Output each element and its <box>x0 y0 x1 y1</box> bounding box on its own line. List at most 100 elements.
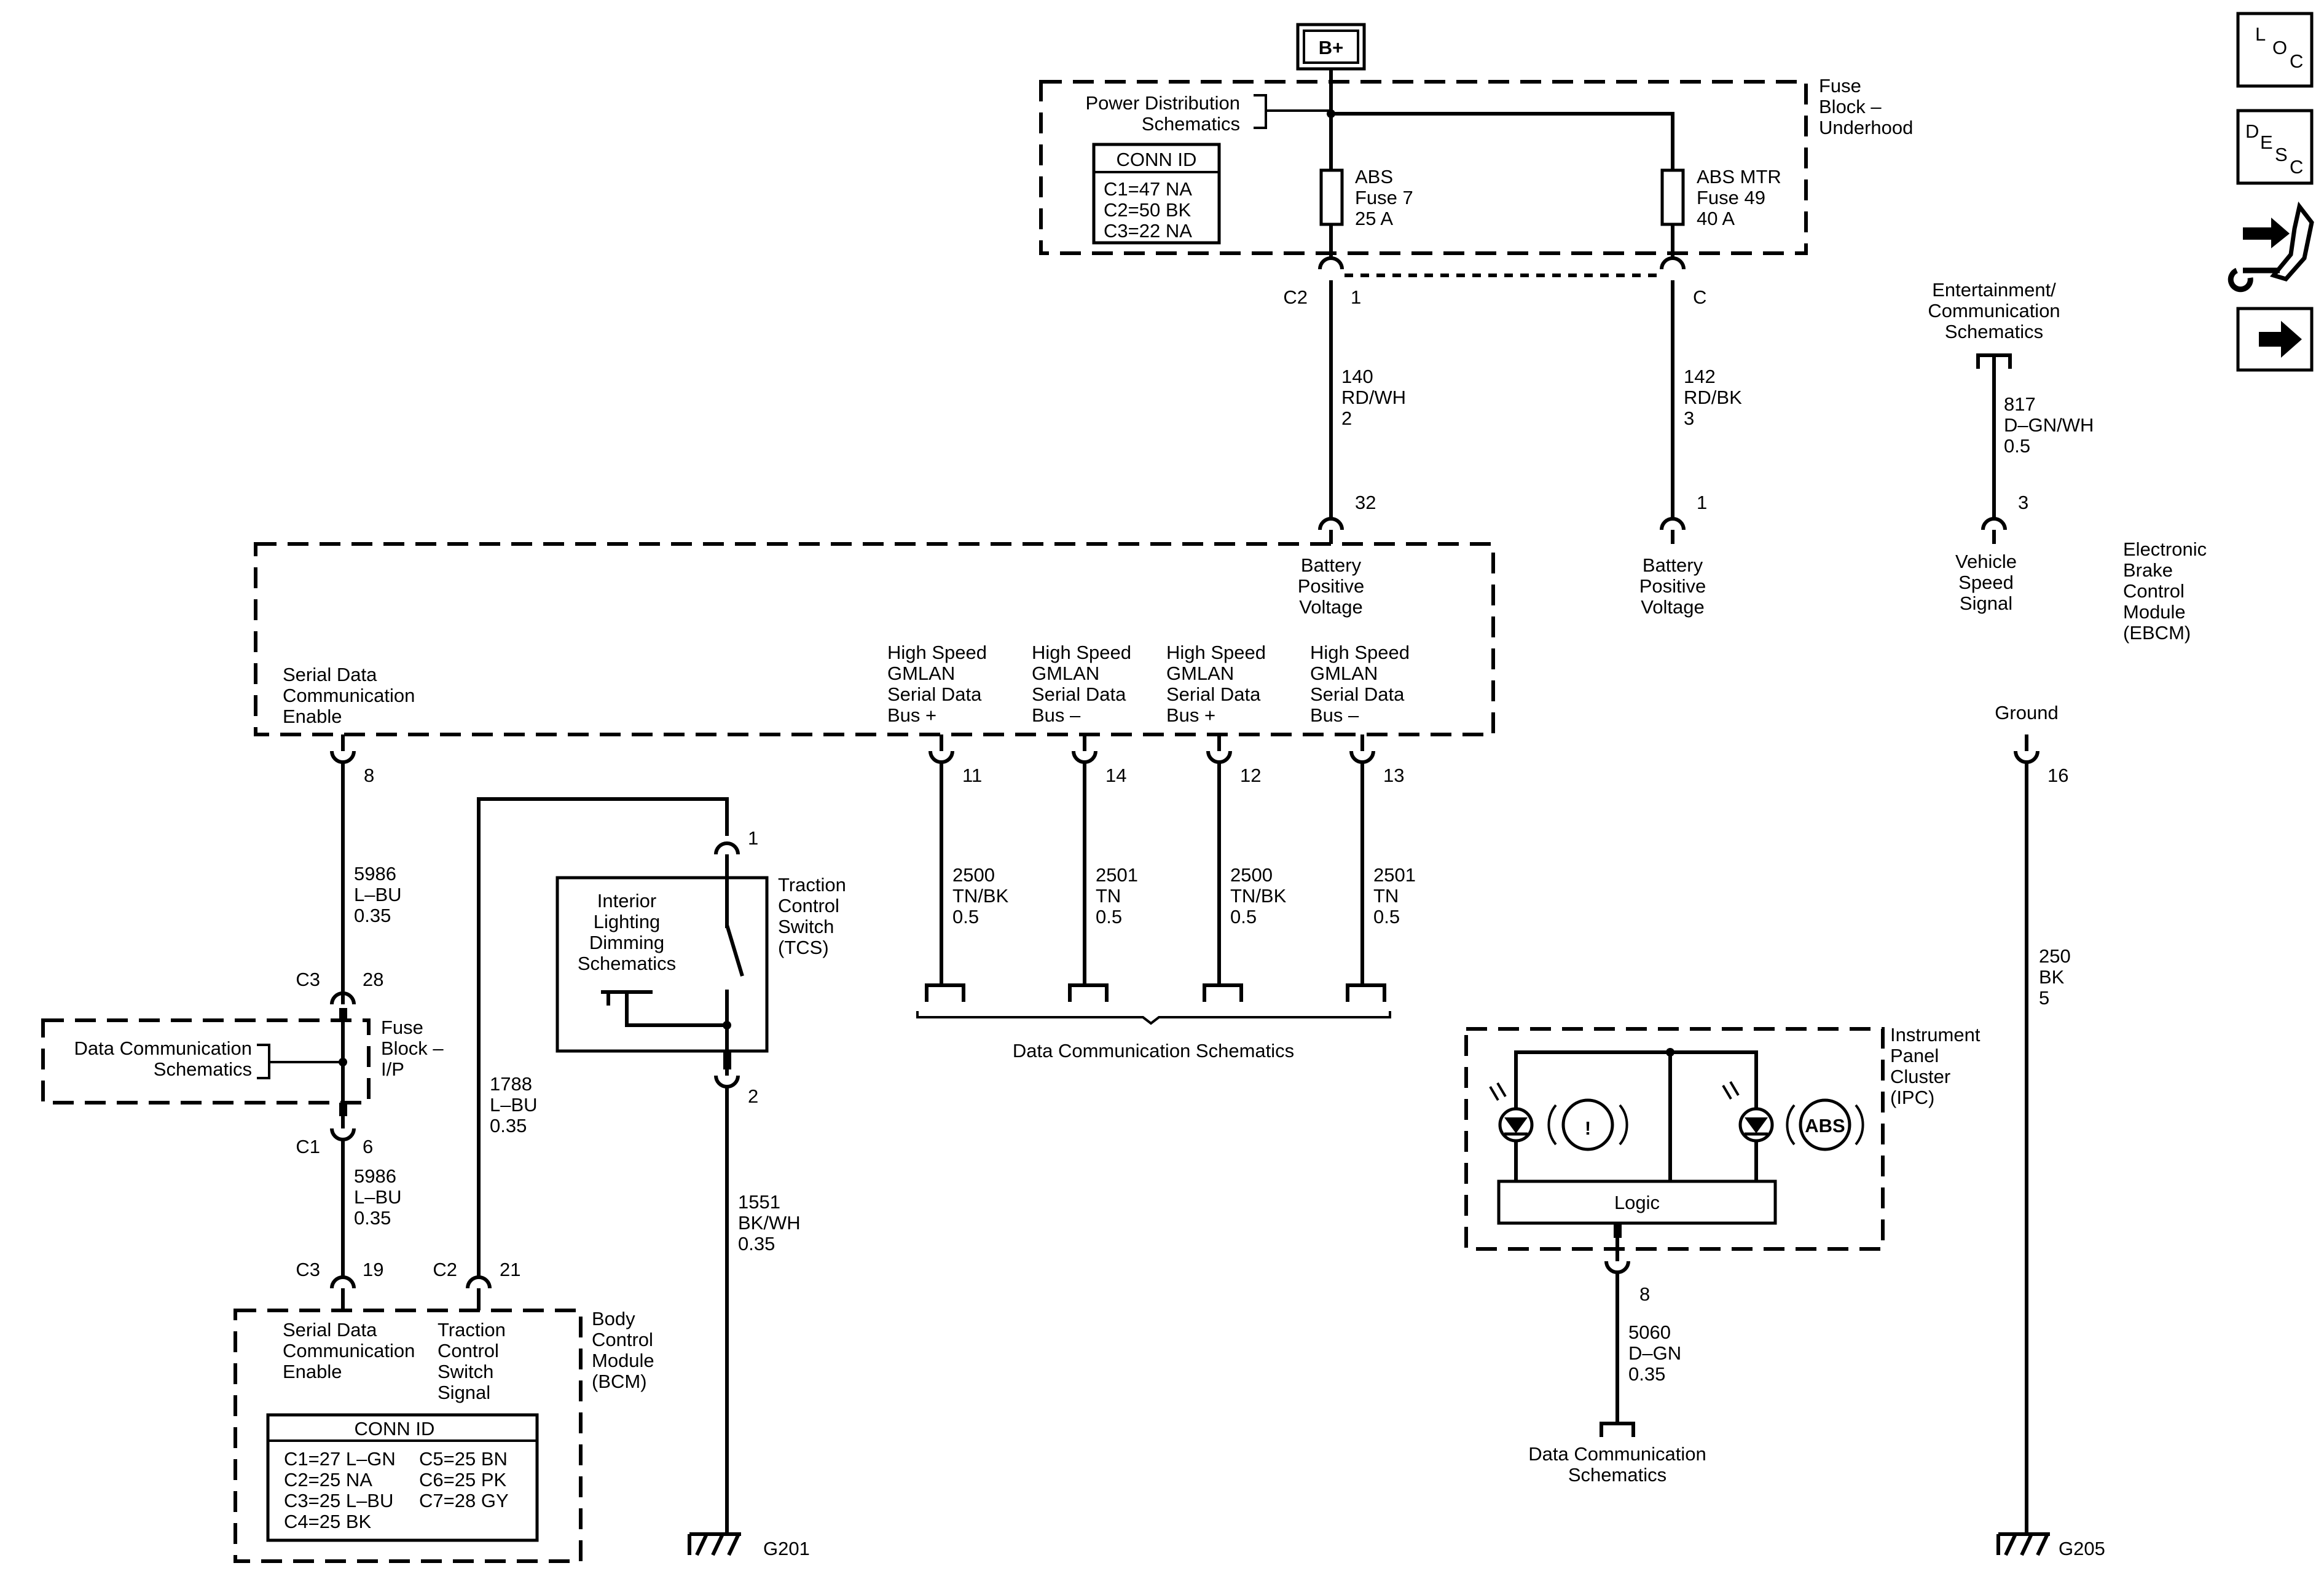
svg-text:C2: C2 <box>1283 286 1308 308</box>
svg-text:Entertainment/: Entertainment/ <box>1932 279 2056 301</box>
svg-text:0.35: 0.35 <box>1628 1363 1665 1385</box>
svg-text:D: D <box>2245 120 2259 142</box>
svg-text:1: 1 <box>748 827 758 849</box>
svg-text:5986: 5986 <box>354 863 396 884</box>
svg-text:Serial Data: Serial Data <box>1166 683 1261 705</box>
svg-text:3: 3 <box>2018 492 2028 513</box>
svg-text:19: 19 <box>363 1259 383 1280</box>
brake-warning-icon: ! <box>1547 1098 1628 1151</box>
svg-text:Fuse 49: Fuse 49 <box>1697 187 1765 208</box>
conn-id-table-underhood: CONN ID C1=47 NA C2=50 BK C3=22 NA <box>1092 143 1221 245</box>
svg-text:TN/BK: TN/BK <box>952 885 1009 907</box>
svg-text:ABS: ABS <box>1355 166 1393 187</box>
svg-text:L–BU: L–BU <box>354 884 402 905</box>
svg-text:Switch: Switch <box>778 916 834 937</box>
svg-text:C3=25 L–BU: C3=25 L–BU <box>284 1490 393 1511</box>
svg-text:C2=50 BK: C2=50 BK <box>1104 199 1191 221</box>
fuse-abs-icon <box>1319 168 1344 226</box>
wire-250: 250 BK 5 <box>2025 762 2071 1534</box>
svg-text:Electronic: Electronic <box>2123 538 2207 560</box>
svg-text:Battery: Battery <box>1643 554 1703 576</box>
svg-text:TN: TN <box>1096 885 1121 907</box>
svg-text:Fuse: Fuse <box>381 1017 423 1038</box>
svg-text:6: 6 <box>363 1136 373 1157</box>
svg-text:Communication: Communication <box>283 685 415 706</box>
svg-text:C1=47 NA: C1=47 NA <box>1104 178 1192 200</box>
svg-text:C4=25 BK: C4=25 BK <box>284 1511 372 1532</box>
svg-text:1788: 1788 <box>490 1073 532 1095</box>
svg-text:C2: C2 <box>433 1259 457 1280</box>
svg-text:Bus +: Bus + <box>1166 704 1215 726</box>
fuse-block-underhood: Fuse Block – Underhood Power Distributio… <box>1039 69 1913 308</box>
svg-text:25 A: 25 A <box>1355 208 1393 229</box>
svg-text:Panel: Panel <box>1890 1045 1939 1066</box>
svg-text:G205: G205 <box>2059 1538 2105 1559</box>
svg-text:140: 140 <box>1341 366 1373 387</box>
svg-text:RD/WH: RD/WH <box>1341 387 1406 408</box>
svg-text:High Speed: High Speed <box>1310 642 1410 663</box>
svg-text:(EBCM): (EBCM) <box>2123 622 2191 644</box>
svg-text:Underhood: Underhood <box>1819 117 1913 138</box>
next-page-icon[interactable] <box>2236 307 2314 372</box>
svg-text:RD/BK: RD/BK <box>1684 387 1742 408</box>
svg-text:Traction: Traction <box>778 874 846 896</box>
svg-text:BK: BK <box>2039 966 2065 988</box>
svg-text:I/P: I/P <box>381 1058 404 1080</box>
svg-text:5986: 5986 <box>354 1165 396 1187</box>
svg-text:14: 14 <box>1105 765 1126 786</box>
abs-indicator-led-icon <box>1722 1081 1774 1143</box>
svg-text:Fuse: Fuse <box>1819 75 1861 96</box>
svg-text:Brake: Brake <box>2123 559 2173 581</box>
wire-5986-lower: 5986 L–BU 0.35 <box>341 1140 402 1276</box>
svg-text:Traction: Traction <box>438 1319 506 1341</box>
svg-text:1: 1 <box>1351 286 1361 308</box>
svg-text:BK/WH: BK/WH <box>738 1212 801 1234</box>
svg-text:Body: Body <box>592 1308 635 1329</box>
svg-text:Voltage: Voltage <box>1641 596 1704 618</box>
svg-text:C5=25 BN: C5=25 BN <box>419 1448 508 1470</box>
svg-text:G201: G201 <box>763 1538 810 1559</box>
svg-text:250: 250 <box>2039 945 2071 967</box>
svg-text:L–BU: L–BU <box>490 1094 538 1116</box>
data-communication-ref: Data Communication Schematics <box>1013 1040 1294 1061</box>
svg-text:C2=25 NA: C2=25 NA <box>284 1469 372 1490</box>
svg-text:Instrument: Instrument <box>1890 1024 1981 1045</box>
brake-indicator-led-icon <box>1489 1082 1534 1143</box>
svg-text:5: 5 <box>2039 987 2049 1009</box>
svg-text:Switch: Switch <box>438 1361 493 1382</box>
svg-text:C1=27 L–GN: C1=27 L–GN <box>284 1448 396 1470</box>
svg-text:(TCS): (TCS) <box>778 937 829 958</box>
gmlan-wires: 2500 TN/BK 0.5 2501 TN 0.5 2500 TN/BK 0.… <box>916 762 1416 1061</box>
svg-text:28: 28 <box>363 969 383 990</box>
svg-text:Signal: Signal <box>1960 593 2012 614</box>
svg-text:Module: Module <box>592 1350 654 1371</box>
svg-text:142: 142 <box>1684 366 1716 387</box>
svg-text:Control: Control <box>2123 580 2185 602</box>
description-icon[interactable]: D E S C <box>2236 109 2314 185</box>
wire-5986-upper: 5986 L–BU 0.35 <box>341 762 402 993</box>
wire-817: 817 D–GN/WH 0.5 <box>2004 393 2094 457</box>
svg-text:D–GN: D–GN <box>1628 1342 1681 1364</box>
svg-text:Schematics: Schematics <box>1142 113 1240 135</box>
svg-text:Serial Data: Serial Data <box>1310 683 1405 705</box>
svg-text:Battery: Battery <box>1301 554 1362 576</box>
component-locator-icon[interactable]: L O C <box>2236 12 2314 88</box>
svg-text:13: 13 <box>1383 765 1404 786</box>
connector-repair-icon[interactable] <box>2228 201 2314 293</box>
svg-text:CONN ID: CONN ID <box>1117 149 1197 170</box>
svg-text:O: O <box>2272 37 2287 58</box>
svg-text:High Speed: High Speed <box>1032 642 1131 663</box>
svg-text:Schematics: Schematics <box>1945 321 2043 342</box>
svg-text:16: 16 <box>2047 765 2068 786</box>
svg-text:ABS: ABS <box>1805 1115 1845 1136</box>
fuse-abs-mtr-icon <box>1660 168 1685 226</box>
abs-warning-icon: ABS <box>1786 1098 1864 1151</box>
svg-text:2500: 2500 <box>1230 864 1273 886</box>
svg-text:Fuse 7: Fuse 7 <box>1355 187 1413 208</box>
svg-text:Bus –: Bus – <box>1032 704 1081 726</box>
svg-text:Signal: Signal <box>438 1382 490 1403</box>
svg-text:GMLAN: GMLAN <box>887 663 955 684</box>
entertainment-communication-ref: Entertainment/ Communication Schematics <box>1928 279 2060 504</box>
svg-text:Control: Control <box>778 895 839 916</box>
